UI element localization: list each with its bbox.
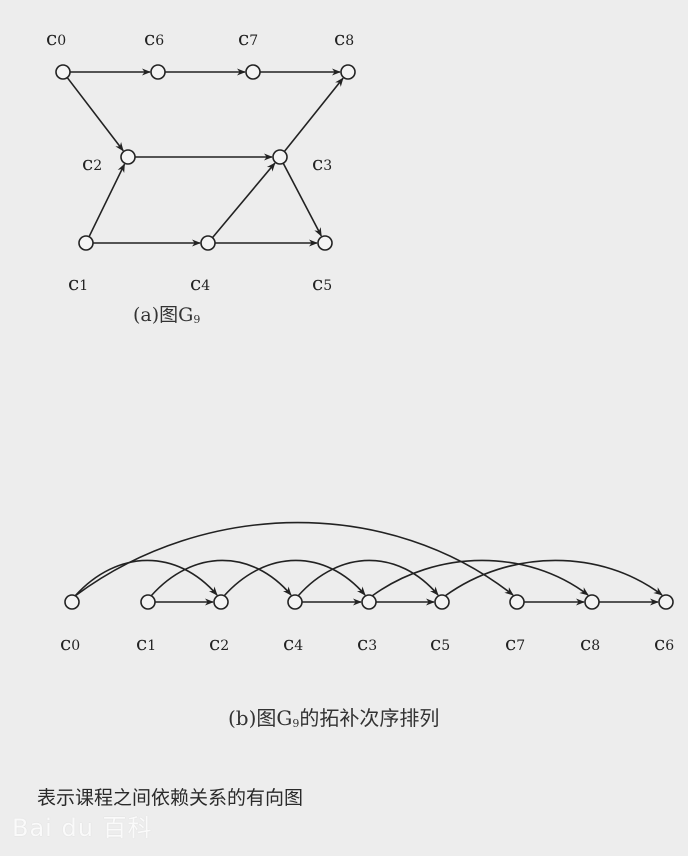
edge-c3-c5 xyxy=(282,162,322,237)
edge-c0-c2 xyxy=(66,77,124,152)
caption-suffix: 的拓补次序排列 xyxy=(299,706,440,730)
node-c3 xyxy=(272,149,288,165)
topo-node-c5 xyxy=(434,594,450,610)
arc-edge-c2-c3 xyxy=(223,559,366,597)
arc-edge-c1-c4 xyxy=(150,559,292,597)
topo-label-c0: c0 xyxy=(60,631,80,655)
arc-edge-c4-c5 xyxy=(297,559,439,597)
label-c4: c4 xyxy=(190,271,210,295)
caption-text: (a)图G xyxy=(133,304,194,326)
arc-edge-c0-c2 xyxy=(74,559,218,597)
graph-g9: c0 c6 c7 c8 c2 c3 c1 c4 c5 xyxy=(46,26,356,295)
topo-label-c1: c1 xyxy=(136,631,156,655)
edge-c4-c3 xyxy=(211,162,276,239)
edge-c1-c2 xyxy=(88,163,126,238)
caption-subscript: 9 xyxy=(193,313,201,326)
topo-label-c5: c5 xyxy=(430,631,450,655)
caption-subscript: 9 xyxy=(292,717,300,730)
topo-node-c2 xyxy=(213,594,229,610)
graph-g9-edges xyxy=(66,68,344,247)
label-c7: c7 xyxy=(238,26,258,50)
topological-order-graph: c0 c1 c2 c4 c3 c5 c7 c8 c6 xyxy=(60,521,674,655)
label-c3: c3 xyxy=(312,151,332,175)
topo-node-c0 xyxy=(64,594,80,610)
label-c5: c5 xyxy=(312,271,332,295)
topological-order-nodes xyxy=(64,594,674,610)
node-c5 xyxy=(317,235,333,251)
label-c2: c2 xyxy=(82,151,102,175)
node-c1 xyxy=(78,235,94,251)
topo-label-c8: c8 xyxy=(580,631,600,655)
arc-edge-c3-c8 xyxy=(371,559,589,597)
topo-node-c6 xyxy=(658,594,674,610)
label-c8: c8 xyxy=(334,26,354,50)
baidu-baike-watermark: Bai du 百科 xyxy=(12,814,153,842)
label-c1: c1 xyxy=(68,271,88,295)
topo-node-c1 xyxy=(140,594,156,610)
topo-node-c4 xyxy=(287,594,303,610)
graph-g9-labels: c0 c6 c7 c8 c2 c3 c1 c4 c5 xyxy=(46,26,354,295)
topological-order-labels: c0 c1 c2 c4 c3 c5 c7 c8 c6 xyxy=(60,631,674,655)
arc-edge-c5-c6 xyxy=(444,559,663,597)
topo-label-c3: c3 xyxy=(357,631,377,655)
topo-node-c7 xyxy=(509,594,525,610)
node-c6 xyxy=(150,64,166,80)
node-c8 xyxy=(340,64,356,80)
caption-text: (b)图G xyxy=(228,706,293,730)
node-c4 xyxy=(200,235,216,251)
graph-g9-caption: (a)图G9 xyxy=(133,300,200,327)
node-c7 xyxy=(245,64,261,80)
node-c0 xyxy=(55,64,71,80)
topo-label-c7: c7 xyxy=(505,631,525,655)
topo-label-c4: c4 xyxy=(283,631,303,655)
label-c6: c6 xyxy=(144,26,164,50)
label-c0: c0 xyxy=(46,26,66,50)
figure-description: 表示课程之间依赖关系的有向图 xyxy=(37,787,304,809)
topo-label-c6: c6 xyxy=(654,631,674,655)
node-c2 xyxy=(120,149,136,165)
topo-node-c3 xyxy=(361,594,377,610)
topo-node-c8 xyxy=(584,594,600,610)
topo-label-c2: c2 xyxy=(209,631,229,655)
graph-g9-nodes xyxy=(55,64,356,251)
topological-order-edges xyxy=(74,521,663,606)
edge-c3-c8 xyxy=(283,77,344,153)
topological-order-caption: (b)图G9的拓补次序排列 xyxy=(228,702,439,731)
arc-edge-c0-c7 xyxy=(74,521,514,597)
